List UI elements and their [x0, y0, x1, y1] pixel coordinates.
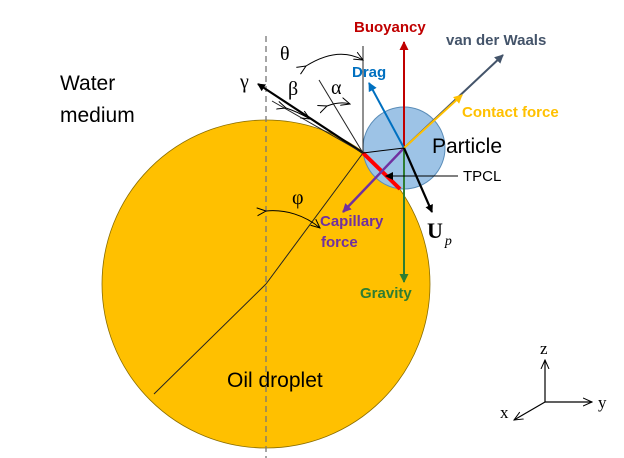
y-axis-label: y	[598, 393, 607, 412]
x-axis-label: x	[500, 403, 509, 422]
beta-label: β	[288, 78, 298, 100]
diameter-line	[153, 283, 267, 395]
alpha-angle-arc	[327, 103, 350, 106]
particle-radius-line	[362, 147, 405, 154]
coordinate-axes: z y x	[500, 339, 607, 422]
up-velocity-sub: p	[444, 234, 452, 249]
drag-label: Drag	[352, 64, 386, 81]
capillary-label-line2: force	[321, 234, 358, 251]
drag-arrow	[368, 82, 405, 149]
beta-angle-arc	[286, 108, 310, 119]
vdw-label: van der Waals	[446, 32, 546, 49]
alpha-label: α	[331, 77, 342, 99]
contact-force-arrow	[403, 94, 463, 149]
contact-force-label: Contact force	[462, 104, 559, 121]
up-velocity-main: U	[427, 218, 443, 243]
phi-label: φ	[292, 187, 304, 209]
theta-angle-arc	[306, 54, 363, 66]
gamma-label: γ	[239, 71, 249, 93]
up-velocity-arrow	[402, 147, 434, 213]
particle-tangent-line	[318, 79, 364, 154]
x-axis-arrow	[514, 401, 546, 420]
phi-angle-arc	[266, 211, 320, 228]
tpcl-label: TPCL	[463, 168, 501, 185]
medium-label-line1: Water	[60, 72, 115, 95]
particle-label: Particle	[432, 135, 502, 158]
droplet-label: Oil droplet	[227, 369, 323, 392]
gravity-label: Gravity	[360, 285, 412, 302]
z-axis-label: z	[540, 339, 548, 358]
medium-label-line2: medium	[60, 104, 135, 127]
theta-label: θ	[280, 43, 290, 65]
buoyancy-label: Buoyancy	[354, 19, 426, 36]
capillary-label-line1: Capillary	[320, 213, 384, 230]
capillary-force-arrow	[342, 147, 405, 213]
